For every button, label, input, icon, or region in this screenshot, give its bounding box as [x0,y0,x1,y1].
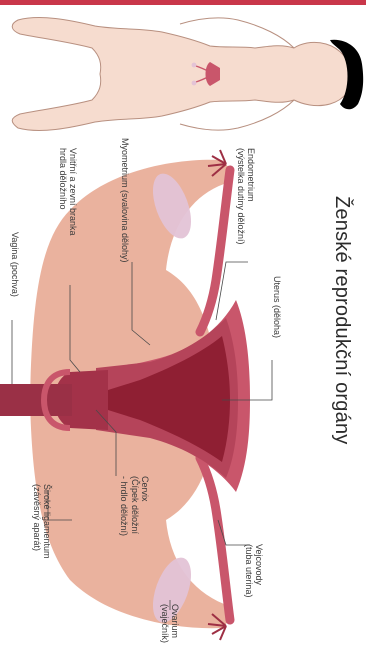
label-vagina-line1: Vagina (pochva) [10,232,20,297]
label-cervix: Cervix (Čípek děložní - hrdlo děložní) [119,476,150,536]
label-broad-ligament-line1: Široké ligamentum [42,484,52,559]
label-myometrium-line1: Myometrium (svalovina dělohy) [120,138,130,263]
fallopian-tube-upper [200,170,230,332]
label-uterus: Uterus (děloha) [272,276,282,338]
label-endometrium: Endometrium (výstelka dutiny děložní) [235,148,256,245]
vagina [0,384,72,416]
label-fornix-line1: Vnitřní a zevní branka [68,148,78,236]
label-ovary-line1: Ovarium [170,604,180,643]
label-endometrium-line2: (výstelka dutiny děložní) [235,148,245,245]
diagram-title: Ženské reprodukční orgány [330,196,353,444]
label-endometrium-line1: Endometrium [246,148,256,245]
label-myometrium: Myometrium (svalovina dělohy) [120,138,130,263]
label-fallopian-tube: Vejcovody (tuba uterina) [243,544,264,598]
label-broad-ligament-line2: (závěsný aparát) [31,484,41,559]
label-vaginal-fornix: Vnitřní a zevní branka hrdla děložního [57,148,78,236]
label-cervix-line3: - hrdlo děložní) [119,476,129,536]
label-uterus-line1: Uterus (děloha) [272,276,282,338]
label-vagina: Vagina (pochva) [10,232,20,297]
label-cervix-line1: Cervix [140,476,150,536]
label-fallopian-line1: Vejcovody [254,544,264,598]
label-ovary-line2: (vaječník) [159,604,169,643]
label-cervix-line2: (Čípek děložní [129,476,139,536]
body-silhouette [12,18,363,131]
body-outline [12,18,352,131]
label-ovary: Ovarium (vaječník) [159,604,180,643]
label-fallopian-line2: (tuba uterina) [243,544,253,598]
label-fornix-line2: hrdla děložního [57,148,67,236]
label-broad-ligament: Široké ligamentum (závěsný aparát) [31,484,52,559]
